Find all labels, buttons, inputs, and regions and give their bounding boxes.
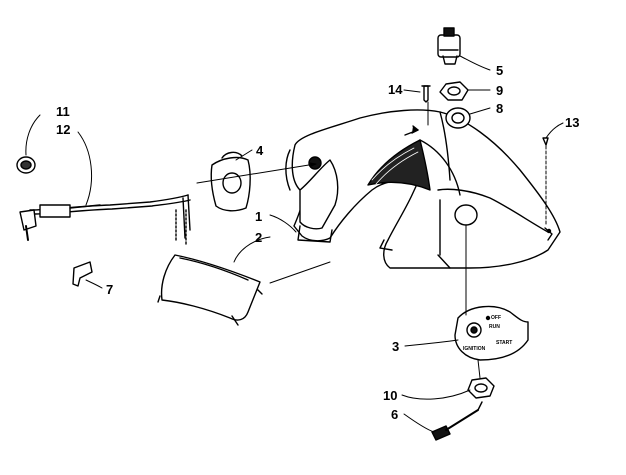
leader-lines — [25, 55, 564, 433]
callout-3: 3 — [392, 339, 399, 354]
callout-11: 11 — [56, 104, 70, 119]
callout-9: 9 — [496, 83, 503, 98]
ignition-switch-body — [437, 27, 461, 65]
lower-cover-panel — [157, 254, 263, 326]
callout-7: 7 — [106, 282, 113, 297]
washer-8 — [445, 107, 471, 129]
callout-5: 5 — [496, 63, 503, 78]
callout-13: 13 — [565, 115, 579, 130]
wiring-harness — [29, 194, 191, 246]
marking-off: OFF — [491, 315, 501, 321]
marking-run: RUN — [489, 324, 500, 330]
screw-13 — [542, 137, 549, 146]
marking-ignition: IGNITION — [463, 346, 486, 352]
callout-6: 6 — [391, 407, 398, 422]
dash-console-housing — [285, 109, 561, 269]
callout-14: 14 — [388, 82, 403, 97]
callout-12: 12 — [56, 122, 70, 137]
nut-10 — [467, 377, 495, 399]
gauge-mount-plate — [210, 151, 251, 212]
callout-4: 4 — [256, 143, 264, 158]
ignition-markings: OFF RUN START IGNITION — [463, 315, 512, 352]
callout-10: 10 — [383, 388, 397, 403]
callout-8: 8 — [496, 101, 503, 116]
screw-14 — [421, 85, 431, 103]
callout-1: 1 — [255, 209, 262, 224]
ignition-key — [431, 401, 483, 441]
retainer-clip — [72, 261, 93, 287]
hex-nut-9 — [439, 81, 469, 101]
marking-start: START — [496, 340, 512, 346]
ignition-switch-plate — [454, 305, 529, 361]
key-switch — [16, 156, 37, 241]
callout-2: 2 — [255, 230, 262, 245]
callout-labels: 1 2 3 4 5 6 7 8 9 10 11 12 13 14 — [56, 63, 579, 422]
